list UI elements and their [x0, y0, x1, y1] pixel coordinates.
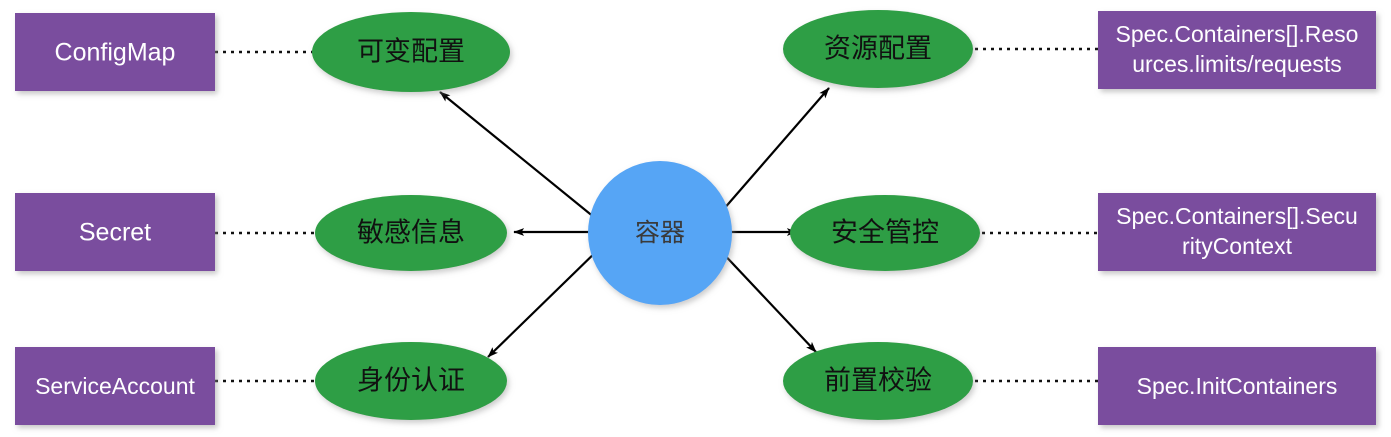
resource-box-spec-resources-label-line2: urces.limits/requests: [1132, 51, 1342, 77]
resource-box-spec-initcontainers-shape: [1098, 347, 1376, 425]
center-node-container-shape: [588, 161, 732, 305]
concept-node-identity-auth-label: 身份认证: [357, 366, 465, 397]
resource-box-configmap[interactable]: ConfigMap: [15, 13, 215, 91]
resource-box-secret[interactable]: Secret: [15, 193, 215, 271]
edge-container-to-pre-validation: [711, 240, 817, 353]
concept-node-pre-validation-shape: [783, 342, 973, 420]
edge-container-to-identity-auth: [487, 244, 604, 358]
resource-box-serviceaccount-shape: [15, 347, 215, 425]
concept-node-resource-config-shape: [783, 10, 973, 88]
edge-container-to-mutable-config: [439, 91, 601, 223]
resource-box-configmap-shape: [15, 13, 215, 91]
edge-group-dotted: [215, 47, 1098, 383]
resource-box-spec-securitycontext-label-line1: Spec.Containers[].Secu: [1116, 203, 1358, 229]
resource-box-spec-initcontainers-label: Spec.InitContainers: [1137, 373, 1338, 399]
resource-box-spec-resources-label-line1: Spec.Containers[].Reso: [1116, 21, 1359, 47]
concept-node-security-control-label: 安全管控: [831, 218, 939, 249]
resource-box-configmap-label: ConfigMap: [55, 39, 176, 67]
resource-box-secret-label: Secret: [79, 219, 151, 247]
resource-box-spec-securitycontext-label-line2: rityContext: [1182, 233, 1293, 259]
center-node-container[interactable]: 容器: [588, 161, 732, 305]
concept-node-mutable-config-label: 可变配置: [357, 37, 465, 68]
concept-node-security-control[interactable]: 安全管控: [790, 195, 980, 271]
edge-group-solid: [439, 87, 830, 358]
resource-box-spec-securitycontext-shape: [1098, 193, 1376, 271]
concept-node-mutable-config-shape: [312, 12, 510, 92]
concept-node-resource-config-label: 资源配置: [824, 34, 932, 65]
concept-node-sensitive-info-label: 敏感信息: [357, 218, 465, 249]
concept-node-pre-validation[interactable]: 前置校验: [783, 342, 973, 420]
concept-node-sensitive-info-shape: [315, 195, 507, 271]
concept-node-pre-validation-label: 前置校验: [824, 366, 932, 397]
resource-box-serviceaccount-label: ServiceAccount: [35, 373, 195, 399]
concept-node-mutable-config[interactable]: 可变配置: [312, 12, 510, 92]
resource-box-spec-resources[interactable]: Spec.Containers[].Reso urces.limits/requ…: [1098, 11, 1376, 89]
center-node-container-label: 容器: [635, 218, 685, 247]
resource-box-serviceaccount[interactable]: ServiceAccount: [15, 347, 215, 425]
concept-node-sensitive-info[interactable]: 敏感信息: [315, 195, 507, 271]
edge-container-to-resource-config: [709, 87, 830, 226]
concept-node-resource-config[interactable]: 资源配置: [783, 10, 973, 88]
concept-node-security-control-shape: [790, 195, 980, 271]
concept-node-identity-auth[interactable]: 身份认证: [315, 342, 507, 420]
concept-node-identity-auth-shape: [315, 342, 507, 420]
resource-box-spec-resources-shape: [1098, 11, 1376, 89]
resource-box-secret-shape: [15, 193, 215, 271]
resource-box-spec-initcontainers[interactable]: Spec.InitContainers: [1098, 347, 1376, 425]
resource-box-spec-securitycontext[interactable]: Spec.Containers[].Secu rityContext: [1098, 193, 1376, 271]
